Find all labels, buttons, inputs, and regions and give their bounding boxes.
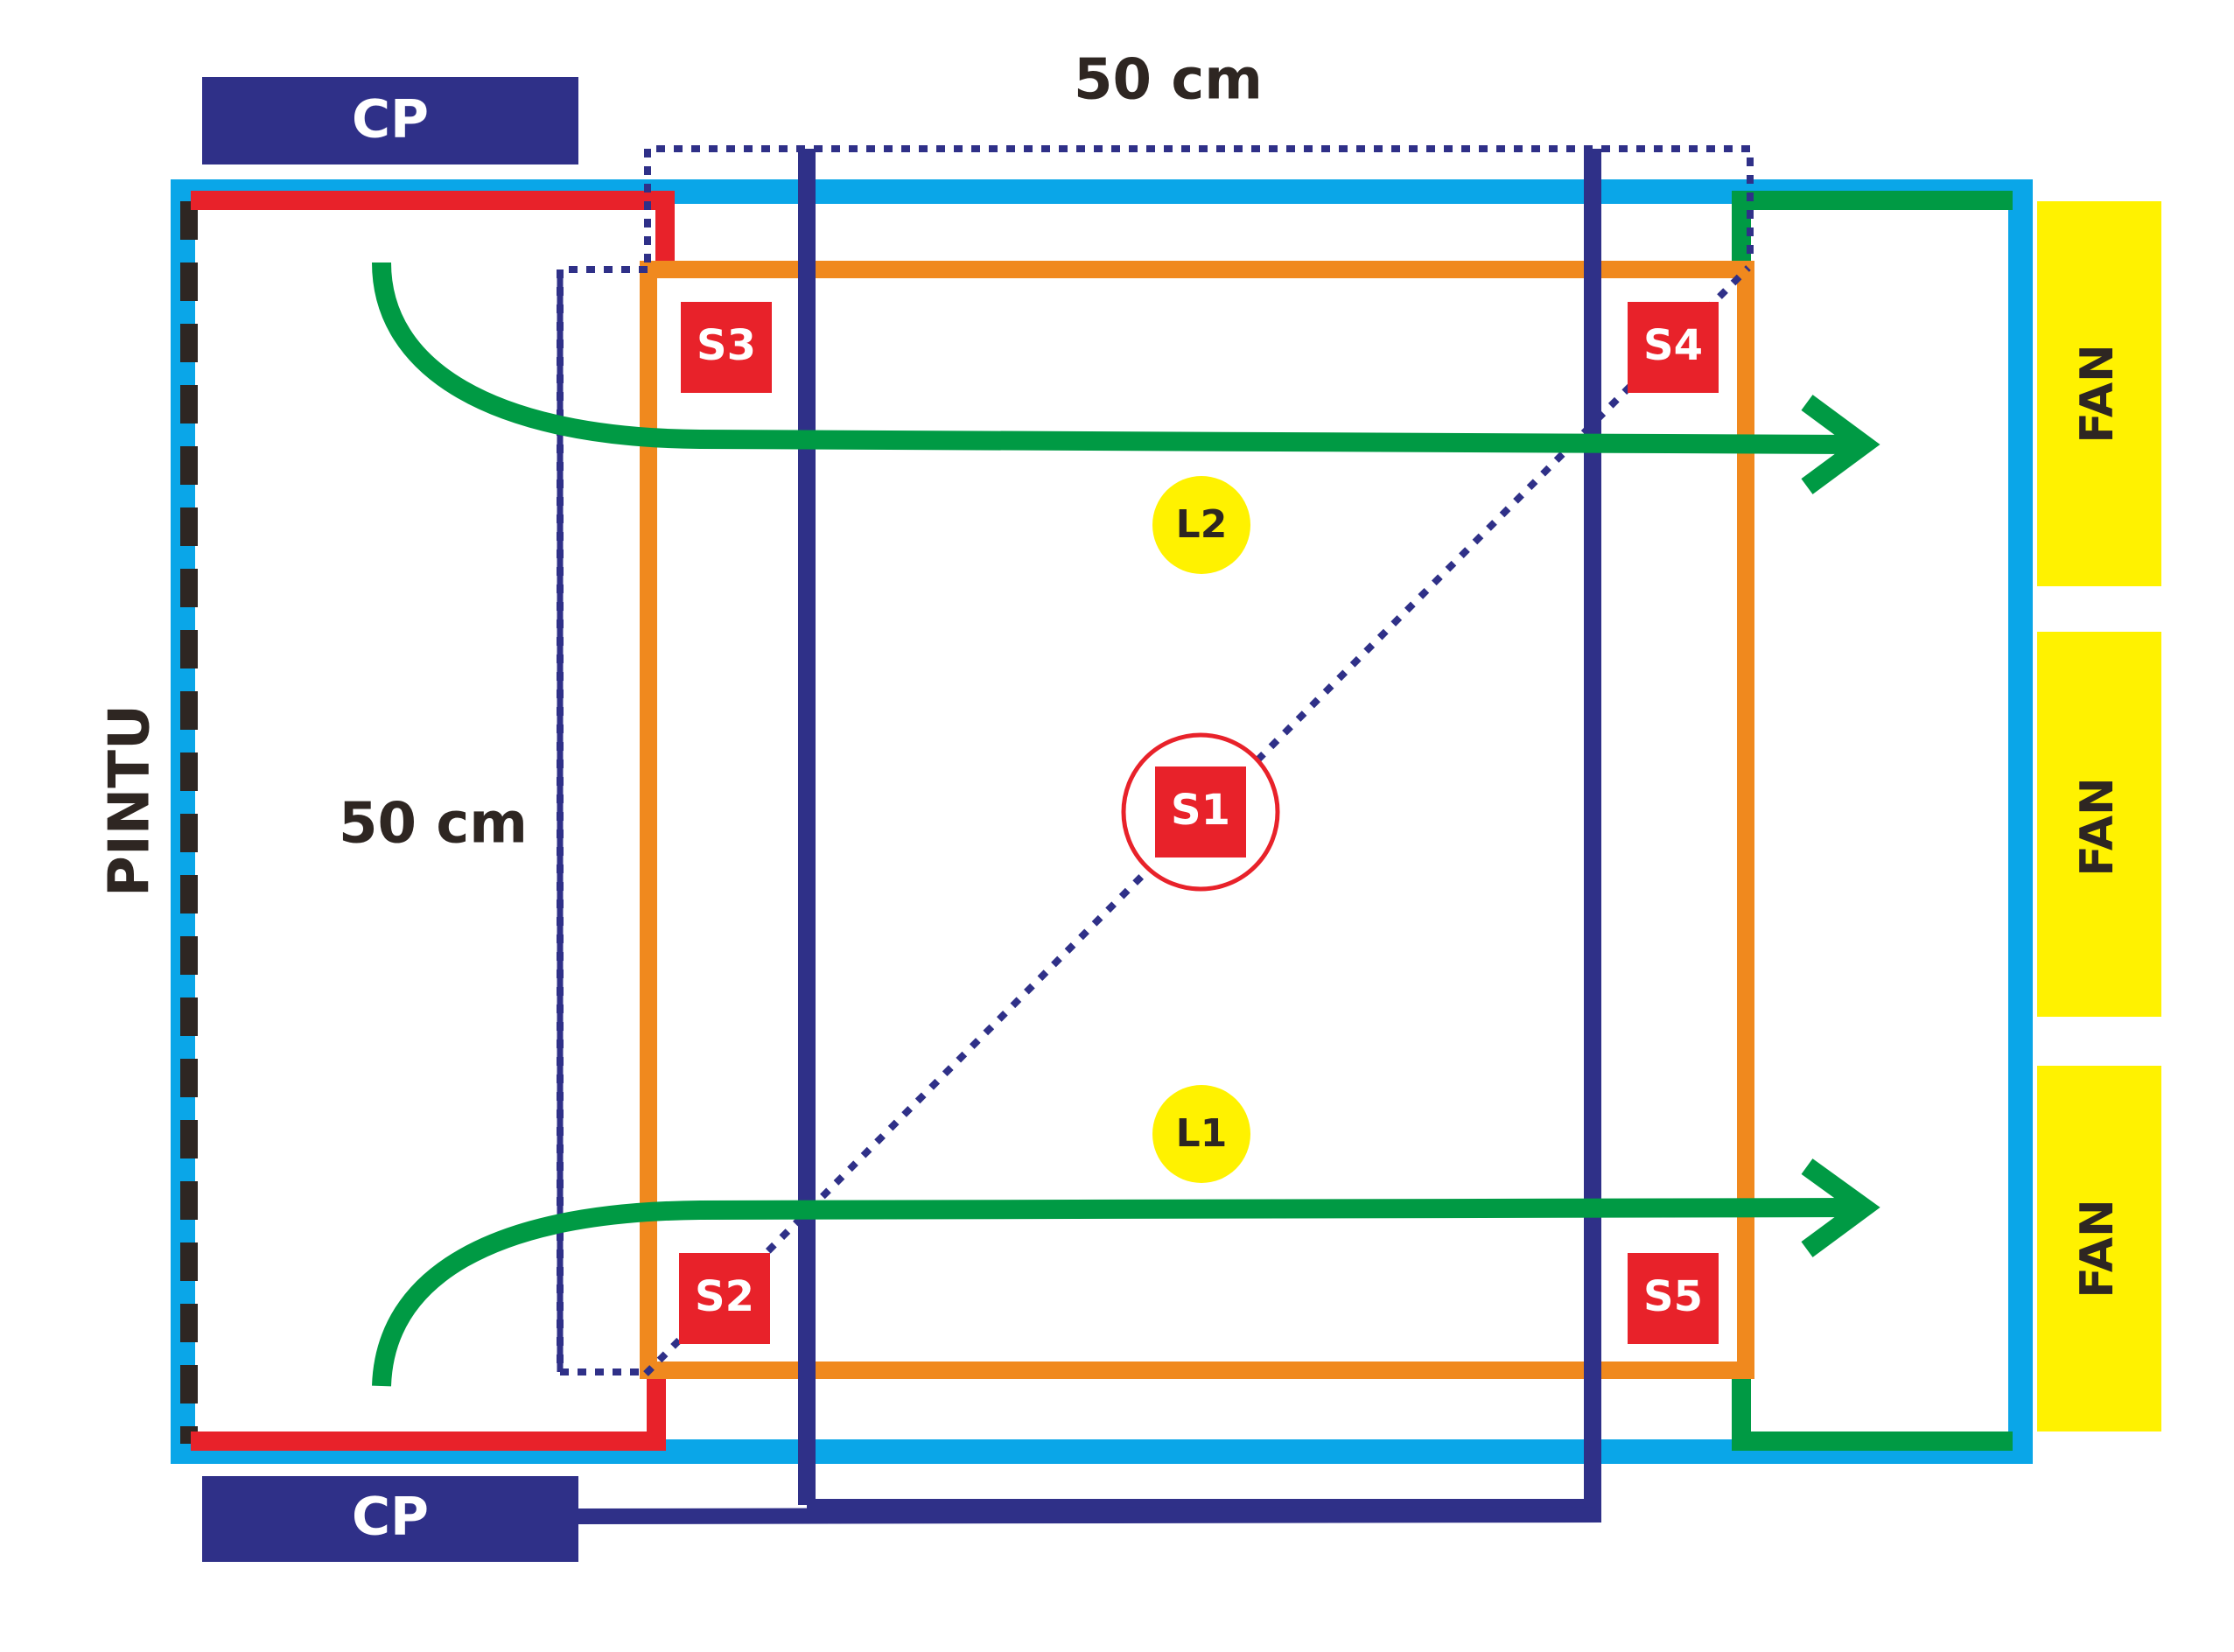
airflow-arrow-top <box>372 262 1856 454</box>
airflow-arrowhead-bottom <box>1801 1158 1880 1257</box>
fan-label-2: FAN <box>2071 777 2124 876</box>
fan-unit-2 <box>2037 632 2161 1017</box>
sensor-s5-label: S5 <box>1643 1272 1703 1321</box>
sensor-s2 <box>679 1253 770 1344</box>
door-label: PINTU <box>98 704 163 897</box>
cp-bottom-label: CP <box>352 1487 429 1548</box>
sensor-s1 <box>1155 766 1246 858</box>
cp-top-box <box>202 77 578 164</box>
sensor-s3 <box>681 302 772 393</box>
sensor-s1-label: S1 <box>1171 786 1230 835</box>
bottom-cable-to-cp <box>577 1507 1602 1524</box>
sensor-s5 <box>1628 1253 1719 1344</box>
sensor-s3-label: S3 <box>697 321 756 370</box>
fan-unit-3 <box>2037 1066 2161 1432</box>
top-dimension-label: 50 cm <box>1074 48 1263 113</box>
sensor-s4-label: S4 <box>1643 321 1703 370</box>
lamp-l1 <box>1152 1085 1250 1183</box>
sensor-s4 <box>1628 302 1719 393</box>
lamp-l2-label: L2 <box>1176 502 1228 547</box>
bottom-right-green-bracket <box>1732 1374 2013 1451</box>
fan-label-3: FAN <box>2071 1199 2124 1298</box>
sensor-s2-label: S2 <box>695 1272 754 1321</box>
fan-unit-1 <box>2037 201 2161 586</box>
inner-frame <box>640 261 1754 1379</box>
lamp-l1-label: L1 <box>1176 1111 1228 1156</box>
cp-bottom-box <box>202 1476 578 1562</box>
top-dotted-outline <box>644 145 1754 262</box>
bottom-left-red-bracket <box>191 1374 666 1451</box>
top-left-red-bracket <box>191 191 675 262</box>
airflow-arrow-bottom <box>372 1198 1856 1387</box>
side-dimension-label: 50 cm <box>339 792 528 857</box>
cp-top-label: CP <box>352 89 429 150</box>
airflow-arrowhead-top <box>1801 395 1880 494</box>
fan-label-1: FAN <box>2071 344 2124 443</box>
lamp-l2 <box>1152 476 1250 574</box>
top-right-green-bracket <box>1732 191 2013 262</box>
